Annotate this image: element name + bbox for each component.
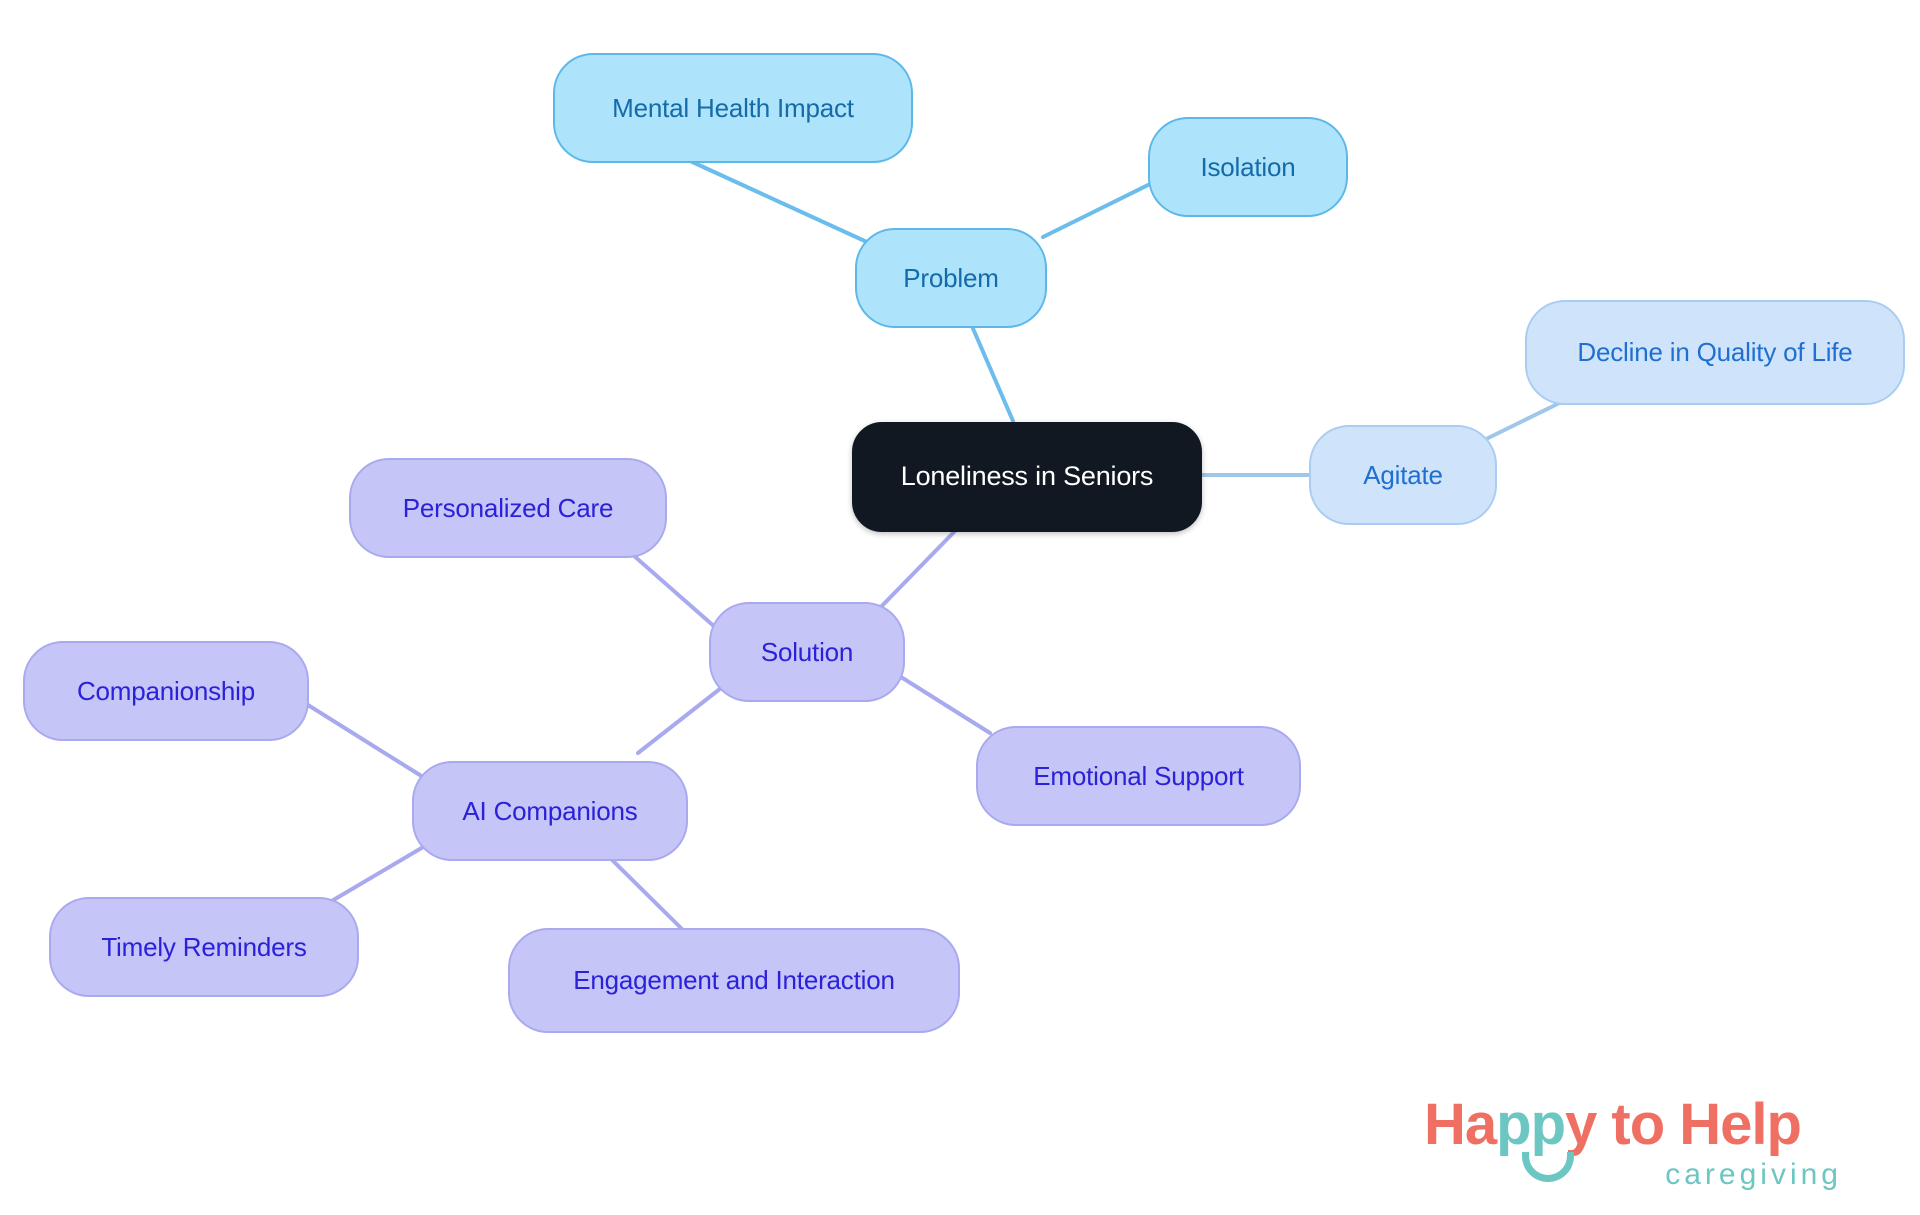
edge-problem-isolation [1041, 181, 1154, 239]
edge-ai-companions-timely-reminders [328, 841, 432, 904]
node-root[interactable]: Loneliness in Seniors [852, 422, 1202, 532]
logo-wordmark: Happy to Help [1424, 1096, 1802, 1154]
logo-part-y: y [1565, 1092, 1597, 1157]
node-decline-in-quality-of-life-label: Decline in Quality of Life [1577, 337, 1853, 368]
edge-solution-ai-companions [636, 679, 732, 755]
node-mental-health-impact[interactable]: Mental Health Impact [553, 53, 913, 163]
node-problem-label: Problem [903, 262, 999, 293]
node-solution[interactable]: Solution [709, 602, 905, 702]
node-mental-health-impact-label: Mental Health Impact [612, 92, 854, 123]
node-engagement-and-interaction[interactable]: Engagement and Interaction [508, 928, 960, 1033]
node-isolation-label: Isolation [1200, 151, 1296, 182]
node-emotional-support-label: Emotional Support [1033, 760, 1244, 791]
node-personalized-care[interactable]: Personalized Care [349, 458, 667, 558]
node-agitate[interactable]: Agitate [1309, 425, 1497, 525]
node-ai-companions-label: AI Companions [462, 795, 638, 826]
node-companionship-label: Companionship [76, 675, 256, 706]
edge-problem-mental-health-impact [686, 158, 882, 250]
node-personalized-care-label: Personalized Care [402, 492, 614, 523]
node-isolation[interactable]: Isolation [1148, 117, 1348, 217]
brand-logo: Happy to Help caregiving [1424, 1096, 1844, 1200]
node-timely-reminders[interactable]: Timely Reminders [49, 897, 359, 997]
node-problem[interactable]: Problem [855, 228, 1047, 328]
node-decline-in-quality-of-life[interactable]: Decline in Quality of Life [1525, 300, 1905, 405]
edge-root-solution [873, 529, 957, 615]
edge-solution-emotional-support [899, 675, 992, 735]
node-timely-reminders-label: Timely Reminders [101, 931, 307, 962]
logo-part-to-help: to Help [1596, 1092, 1802, 1157]
node-companionship[interactable]: Companionship [23, 641, 309, 741]
node-agitate-label: Agitate [1363, 459, 1443, 490]
edge-ai-companions-companionship [298, 698, 425, 779]
logo-tagline: caregiving [1665, 1158, 1842, 1191]
node-ai-companions[interactable]: AI Companions [412, 761, 688, 861]
logo-part-ha: Ha [1424, 1092, 1497, 1157]
smile-icon [1522, 1152, 1574, 1182]
node-solution-label: Solution [760, 636, 854, 667]
node-engagement-and-interaction-label: Engagement and Interaction [573, 965, 895, 996]
node-root-label: Loneliness in Seniors [900, 461, 1154, 492]
node-emotional-support[interactable]: Emotional Support [976, 726, 1301, 826]
logo-part-pp: pp [1496, 1092, 1566, 1157]
